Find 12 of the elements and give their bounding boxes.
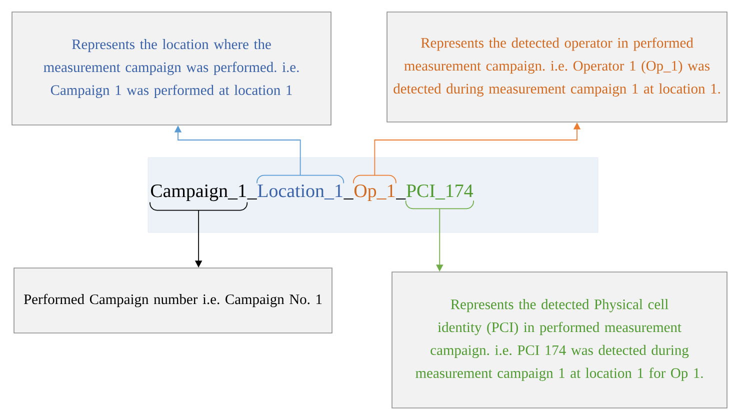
- separator: _: [247, 198, 257, 200]
- text-box: Represents the detected Physical cell identity (PCI) in performed measurement campaign. i.e. PCI 174 was detected during measurement campaign 1 at location 1 for Op 1.: [392, 272, 728, 408]
- text-box: Represents the detected operator in performed measurement campaign. i.e. Operator 1 (Op_1) was detected during measurement campaign 1 at location 1.: [386, 12, 728, 122]
- separator: _: [396, 198, 406, 200]
- code-token: PCI_174: [406, 184, 474, 200]
- code-token: Campaign_1: [150, 184, 246, 202]
- text-box: Performed Campaign number i.e. Campaign No. 1: [14, 268, 332, 334]
- text-box: Represents the location where the measurement campaign was performed. i.e. Campaign 1 was performed at location 1: [12, 12, 332, 126]
- code-token: Location_1: [258, 184, 342, 200]
- code-token: Op_1: [354, 184, 395, 202]
- highlight-band: [148, 157, 598, 233]
- separator: _: [344, 198, 354, 200]
